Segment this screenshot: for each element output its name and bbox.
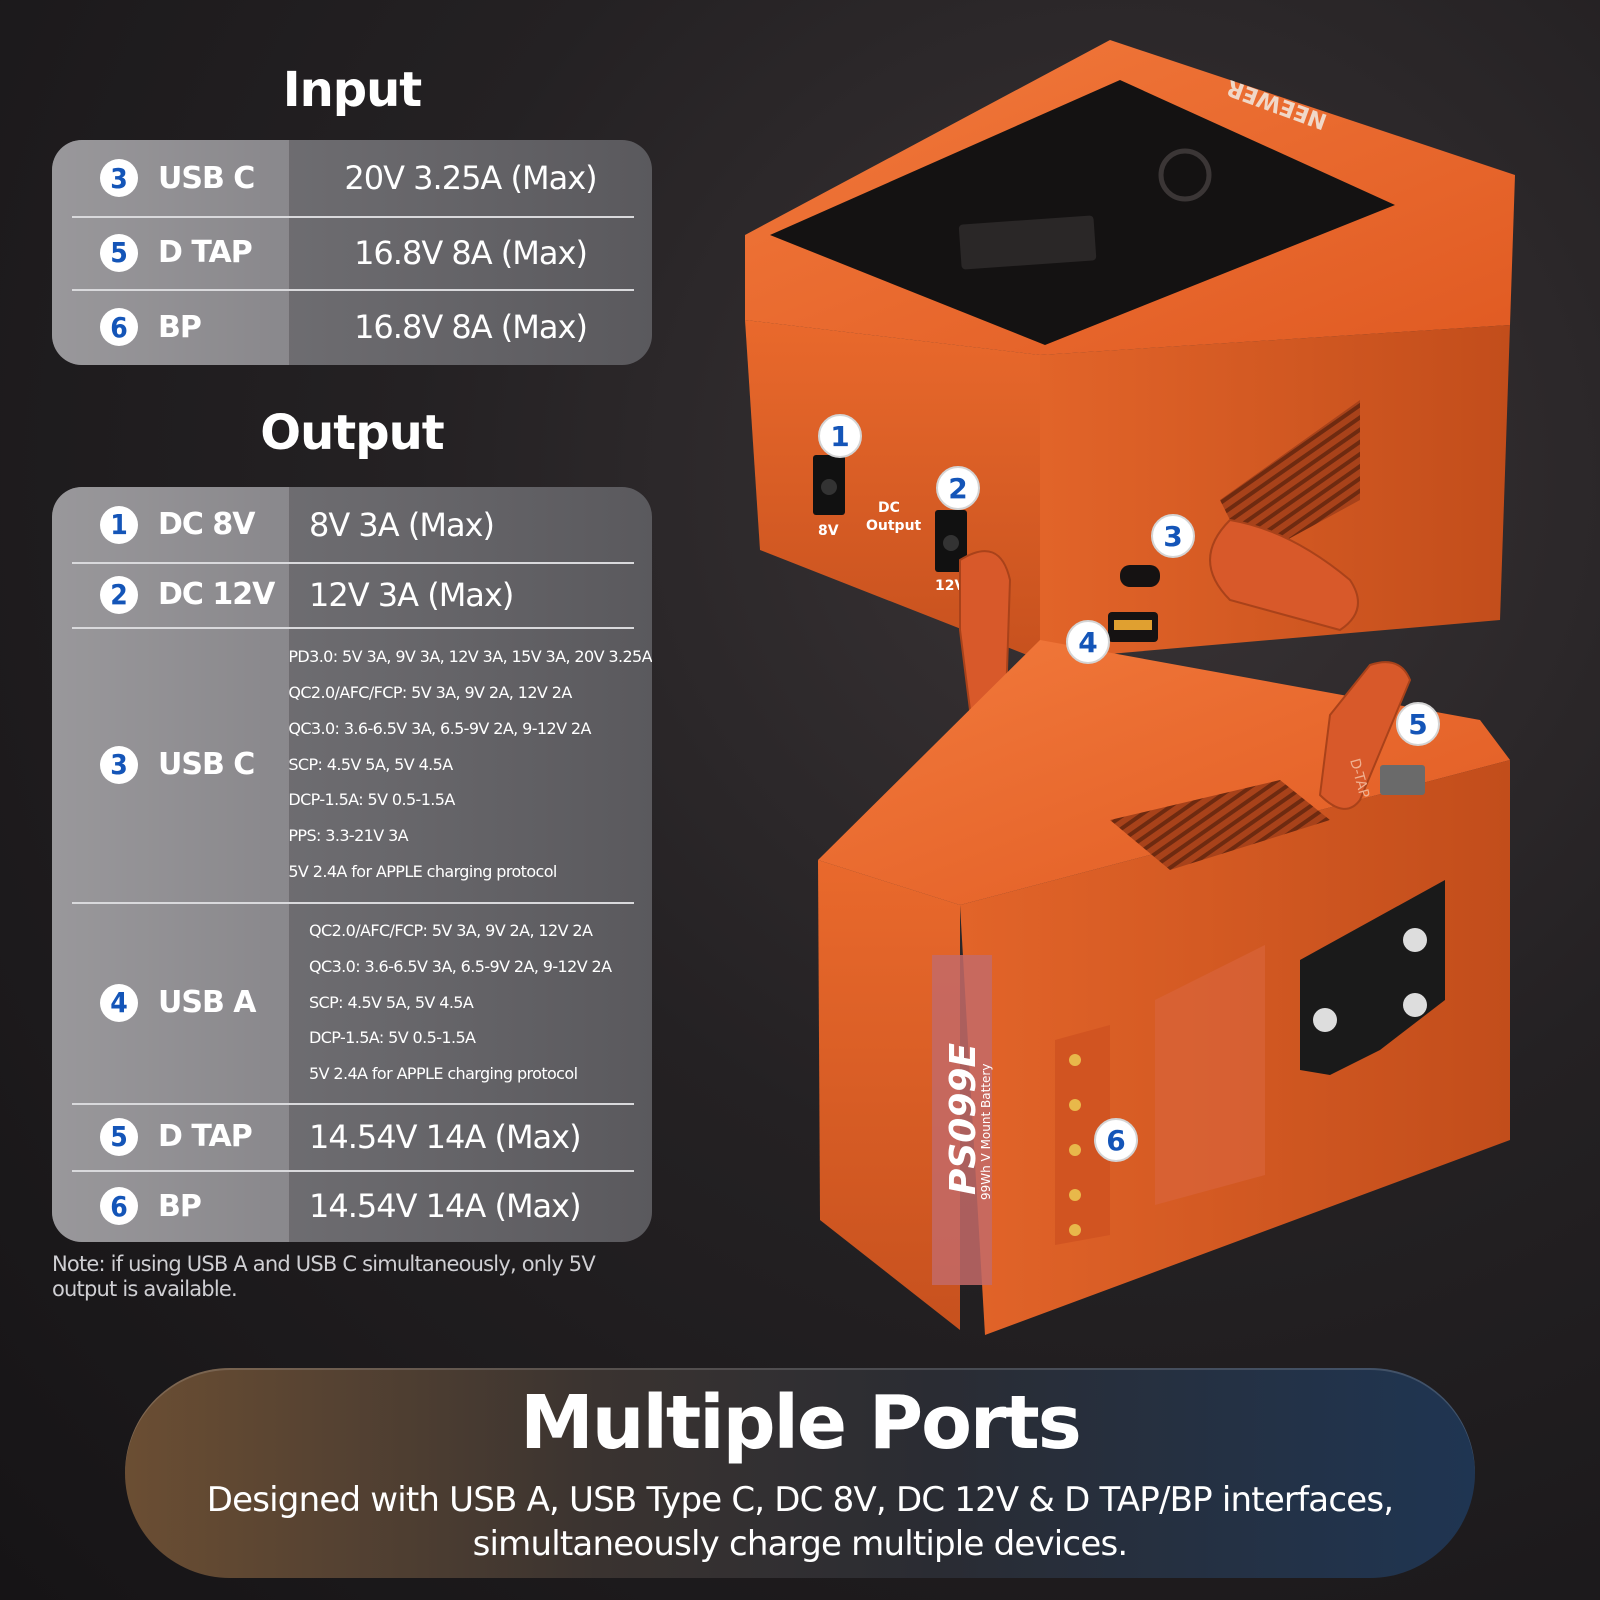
- protocol-line: DCP-1.5A: 5V 0.5-1.5A: [288, 790, 455, 810]
- model-label-plate: [932, 955, 992, 1285]
- output-row-bp: 6 BP 14.54V 14A (Max): [52, 1170, 652, 1242]
- port-name: DC 8V: [158, 507, 255, 542]
- bp-contact-pin: [1069, 1189, 1081, 1201]
- port-name: D TAP: [158, 1119, 253, 1154]
- input-row-usb-c: 3 USB C 20V 3.25A (Max): [52, 140, 652, 216]
- screw-icon: [1403, 993, 1427, 1017]
- protocol-line: QC2.0/AFC/FCP: 5V 3A, 9V 2A, 12V 2A: [309, 921, 593, 940]
- port-value: 14.54V 14A (Max): [309, 1117, 582, 1156]
- label-12v: 12V: [935, 578, 965, 594]
- port-value: 16.8V 8A (Max): [354, 233, 588, 272]
- power-button-icon[interactable]: [1158, 148, 1212, 202]
- banner-subtitle-line: Designed with USB A, USB Type C, DC 8V, …: [206, 1480, 1394, 1520]
- screw-icon: [1313, 1008, 1337, 1032]
- label-dc: DC: [878, 500, 900, 516]
- output-row-usb-a: 4 USB A QC2.0/AFC/FCP: 5V 3A, 9V 2A, 12V …: [52, 902, 652, 1103]
- port-value: 14.54V 14A (Max): [309, 1187, 582, 1225]
- protocol-line: SCP: 4.5V 5A, 5V 4.5A: [288, 754, 453, 774]
- model-name: PS099E: [943, 1043, 984, 1195]
- port-pin: [821, 479, 837, 495]
- protocol-line: 5V 2.4A for APPLE charging protocol: [288, 861, 557, 881]
- port-number-badge: 4: [100, 983, 138, 1022]
- port-name: DC 12V: [158, 577, 275, 612]
- vent-grille: [1220, 400, 1360, 560]
- port-value: 12V 3A (Max): [309, 575, 514, 614]
- banner-subtitle: Designed with USB A, USB Type C, DC 8V, …: [125, 1478, 1475, 1566]
- port-value: 20V 3.25A (Max): [344, 159, 597, 197]
- port-number-badge: 5: [100, 233, 138, 272]
- bp-contact-pin: [1069, 1144, 1081, 1156]
- screw-icon: [1403, 928, 1427, 952]
- protocol-line: QC2.0/AFC/FCP: 5V 3A, 9V 2A, 12V 2A: [288, 683, 572, 702]
- certification-label: [1155, 945, 1265, 1205]
- battery-product-image: NEEWER 8V DC Output 12V PS099E 99Wh V Mo…: [745, 40, 1515, 1335]
- callout-1: 1: [818, 414, 862, 458]
- port-number-badge: 6: [100, 308, 138, 346]
- label-8v: 8V: [818, 523, 839, 539]
- port-number-badge: 2: [100, 575, 138, 614]
- bp-contact-pin: [1069, 1224, 1081, 1236]
- output-row-d-tap: 5 D TAP 14.54V 14A (Max): [52, 1103, 652, 1170]
- protocol-line: 5V 2.4A for APPLE charging protocol: [309, 1064, 578, 1084]
- model-subtitle: 99Wh V Mount Battery: [979, 1064, 993, 1200]
- protocol-line: QC3.0: 3.6-6.5V 3A, 6.5-9V 2A, 9-12V 2A: [309, 956, 612, 976]
- port-name: USB C: [158, 747, 255, 782]
- usb-port-flap[interactable]: [1209, 518, 1359, 632]
- bp-contact-pin: [1069, 1099, 1081, 1111]
- output-row-dc-12v: 2 DC 12V 12V 3A (Max): [52, 562, 652, 627]
- output-title: Output: [260, 405, 444, 461]
- d-tap-port[interactable]: [1380, 765, 1425, 795]
- banner-subtitle-line: simultaneously charge multiple devices.: [472, 1524, 1129, 1564]
- port-pin: [943, 535, 959, 551]
- banner-title: Multiple Ports: [520, 1380, 1082, 1466]
- port-name: USB A: [158, 985, 256, 1020]
- battery-vent: [1110, 780, 1330, 870]
- port-name: USB C: [158, 160, 255, 196]
- port-number-badge: 5: [100, 1117, 138, 1156]
- port-value: 8V 3A (Max): [309, 505, 495, 544]
- port-value: 16.8V 8A (Max): [354, 308, 588, 346]
- callout-3: 3: [1151, 514, 1195, 558]
- port-number-badge: 3: [100, 745, 138, 784]
- bp-contact-pin: [1069, 1054, 1081, 1066]
- callout-4: 4: [1066, 620, 1110, 664]
- label-output: Output: [866, 518, 922, 534]
- protocol-list: PD3.0: 5V 3A, 9V 3A, 12V 3A, 15V 3A, 20V…: [268, 639, 652, 890]
- charger-unit: NEEWER 8V DC Output 12V: [745, 40, 1515, 754]
- protocol-list: QC2.0/AFC/FCP: 5V 3A, 9V 2A, 12V 2A QC3.…: [289, 913, 612, 1092]
- protocol-line: PPS: 3.3-21V 3A: [288, 826, 409, 846]
- protocol-line: SCP: 4.5V 5A, 5V 4.5A: [309, 992, 474, 1012]
- input-row-d-tap: 5 D TAP 16.8V 8A (Max): [52, 216, 652, 289]
- protocol-line: PD3.0: 5V 3A, 9V 3A, 12V 3A, 15V 3A, 20V…: [288, 647, 652, 667]
- charger-display-panel: [770, 80, 1395, 345]
- usb-a-tongue: [1114, 620, 1152, 630]
- input-table: 3 USB C 20V 3.25A (Max) 5 D TAP 16.8V 8A (…: [52, 140, 652, 365]
- protocol-line: QC3.0: 3.6-6.5V 3A, 6.5-9V 2A, 9-12V 2A: [288, 718, 591, 738]
- output-row-dc-8v: 1 DC 8V 8V 3A (Max): [52, 487, 652, 562]
- port-name: BP: [158, 309, 202, 345]
- output-row-usb-c: 3 USB C PD3.0: 5V 3A, 9V 3A, 12V 3A, 15V …: [52, 627, 652, 902]
- port-number-badge: 3: [100, 159, 138, 197]
- callout-6: 6: [1094, 1118, 1138, 1162]
- protocol-line: DCP-1.5A: 5V 0.5-1.5A: [309, 1028, 476, 1048]
- input-title: Input: [282, 62, 423, 118]
- port-number-badge: 6: [100, 1187, 138, 1225]
- callout-5: 5: [1396, 702, 1440, 746]
- usb-c-port[interactable]: [1120, 565, 1160, 587]
- d-tap-flap[interactable]: [1318, 661, 1412, 810]
- input-row-bp: 6 BP 16.8V 8A (Max): [52, 289, 652, 365]
- port-number-badge: 1: [100, 505, 138, 544]
- callout-2: 2: [936, 466, 980, 510]
- bottom-banner: Multiple Ports Designed with USB A, USB …: [125, 1368, 1475, 1578]
- bp-contact-strip: [1055, 1025, 1110, 1245]
- v-mount-plate: [1300, 880, 1445, 1075]
- lcd-readout: [958, 215, 1097, 270]
- battery-left-side: [818, 860, 960, 1330]
- port-name: BP: [158, 1188, 202, 1224]
- battery-unit: PS099E 99Wh V Mount Battery D-TAP: [818, 640, 1510, 1335]
- port-name: D TAP: [158, 235, 253, 270]
- usage-note: Note: if using USB A and USB C simultane…: [52, 1252, 596, 1301]
